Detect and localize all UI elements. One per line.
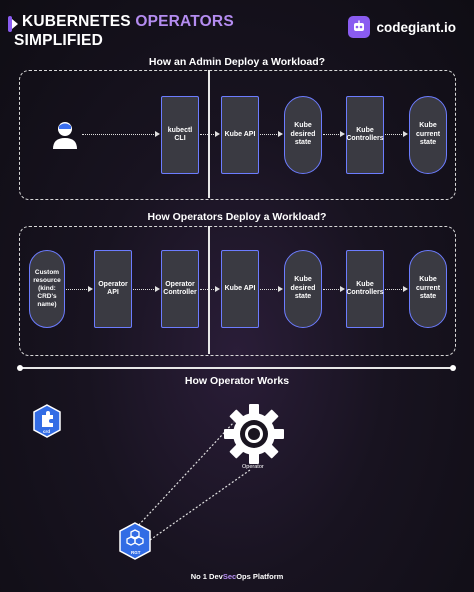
arrow-s2-4 [260,285,283,292]
arrow-s2-6 [385,285,408,292]
footer-tagline: No 1 DevSecOps Platform [0,572,474,581]
title-word-kubernetes: KUBERNETES [22,13,131,30]
section3-title: How Operator Works [184,375,290,387]
title-subtitle: SIMPLIFIED [14,32,103,49]
section3-rule [17,365,456,371]
arrow-s2-3 [200,285,220,292]
arrow-2 [260,130,283,137]
node-custom-resource: Custom resource (kind: CRD's name) [29,250,65,328]
section1-frame [19,70,456,200]
operator-label: Operator [242,464,264,470]
footer-text-c: Ops Platform [236,572,284,581]
node-kubectl-cli: kubectl CLI [161,96,199,174]
footer-text-a: No 1 Dev [190,572,223,581]
play-icon [12,19,18,29]
section2-title: How Operators Deploy a Workload? [147,211,327,223]
gear-icon [222,402,286,466]
arrow-user-to-kubectl [82,130,160,137]
arrow-1 [200,130,220,137]
arrow-s2-2 [133,285,160,292]
user-icon [52,120,78,150]
page-title: KUBERNETES OPERATORS SIMPLIFIED [8,12,234,50]
node-operator-api: Operator API [94,250,132,328]
section1-title: How an Admin Deploy a Workload? [148,56,326,68]
crd-hexagon-icon: crd [32,404,62,438]
title-accent-bar [8,16,12,32]
node-kube-current-state: Kube current state [409,96,447,174]
arrow-s2-5 [323,285,345,292]
node-operator-controller: Operator Controller [161,250,199,328]
node-kube-api-2: Kube API [221,250,259,328]
section2-frame [19,226,456,356]
node-kube-api: Kube API [221,96,259,174]
crd-label: crd [43,429,51,434]
arrow-s2-1 [66,285,93,292]
brand[interactable]: codegiant.io [348,16,456,38]
robot-icon [348,16,371,38]
node-kube-desired-state: Kube desired state [284,96,322,174]
node-kube-controllers-2: Kube Controllers [346,250,384,328]
replicaset-hexagon-icon: RGT [118,522,152,560]
brand-name: codegiant.io [376,19,456,35]
node-kube-desired-state-2: Kube desired state [284,250,322,328]
footer-text-b: Sec [222,572,237,581]
arrow-3 [323,130,345,137]
replicaset-label: RGT [131,550,141,555]
section2-divider [208,226,210,354]
title-word-operators: OPERATORS [135,13,234,30]
node-kube-current-state-2: Kube current state [409,250,447,328]
node-kube-controllers: Kube Controllers [346,96,384,174]
arrow-4 [385,130,408,137]
